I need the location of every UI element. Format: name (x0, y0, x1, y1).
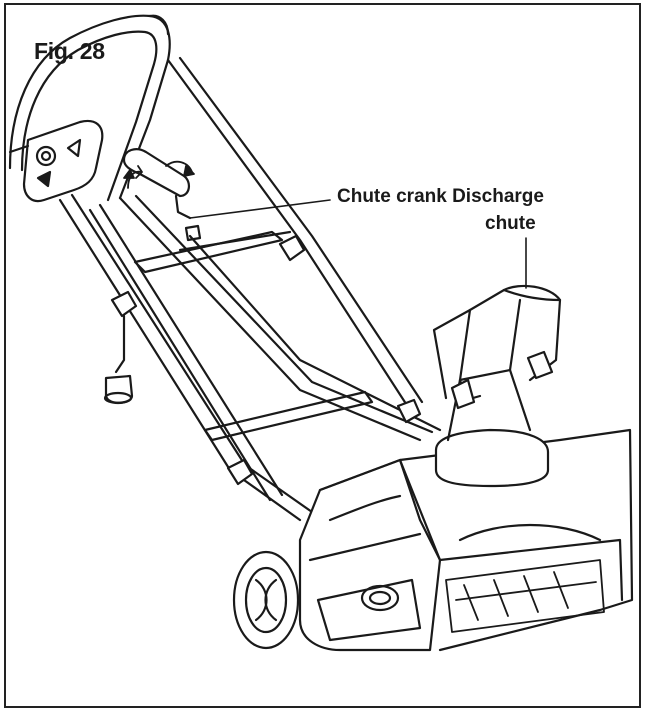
figure-label: Fig. 28 (34, 38, 105, 64)
rotation-arrow-icon (123, 160, 195, 189)
wheel (232, 550, 300, 650)
discharge-chute (432, 284, 562, 488)
housing (298, 428, 634, 652)
power-cord (103, 314, 134, 405)
switch-box (8, 119, 104, 203)
chute-crank (122, 148, 442, 432)
cross-bars (133, 230, 374, 442)
callout-discharge-chute: chute (485, 213, 536, 234)
rail-knobs (110, 234, 422, 486)
handle-rails (58, 56, 434, 522)
auger (445, 559, 605, 633)
upper-handle (8, 14, 171, 202)
callout-chute-crank: Chute crank Discharge (337, 186, 544, 207)
